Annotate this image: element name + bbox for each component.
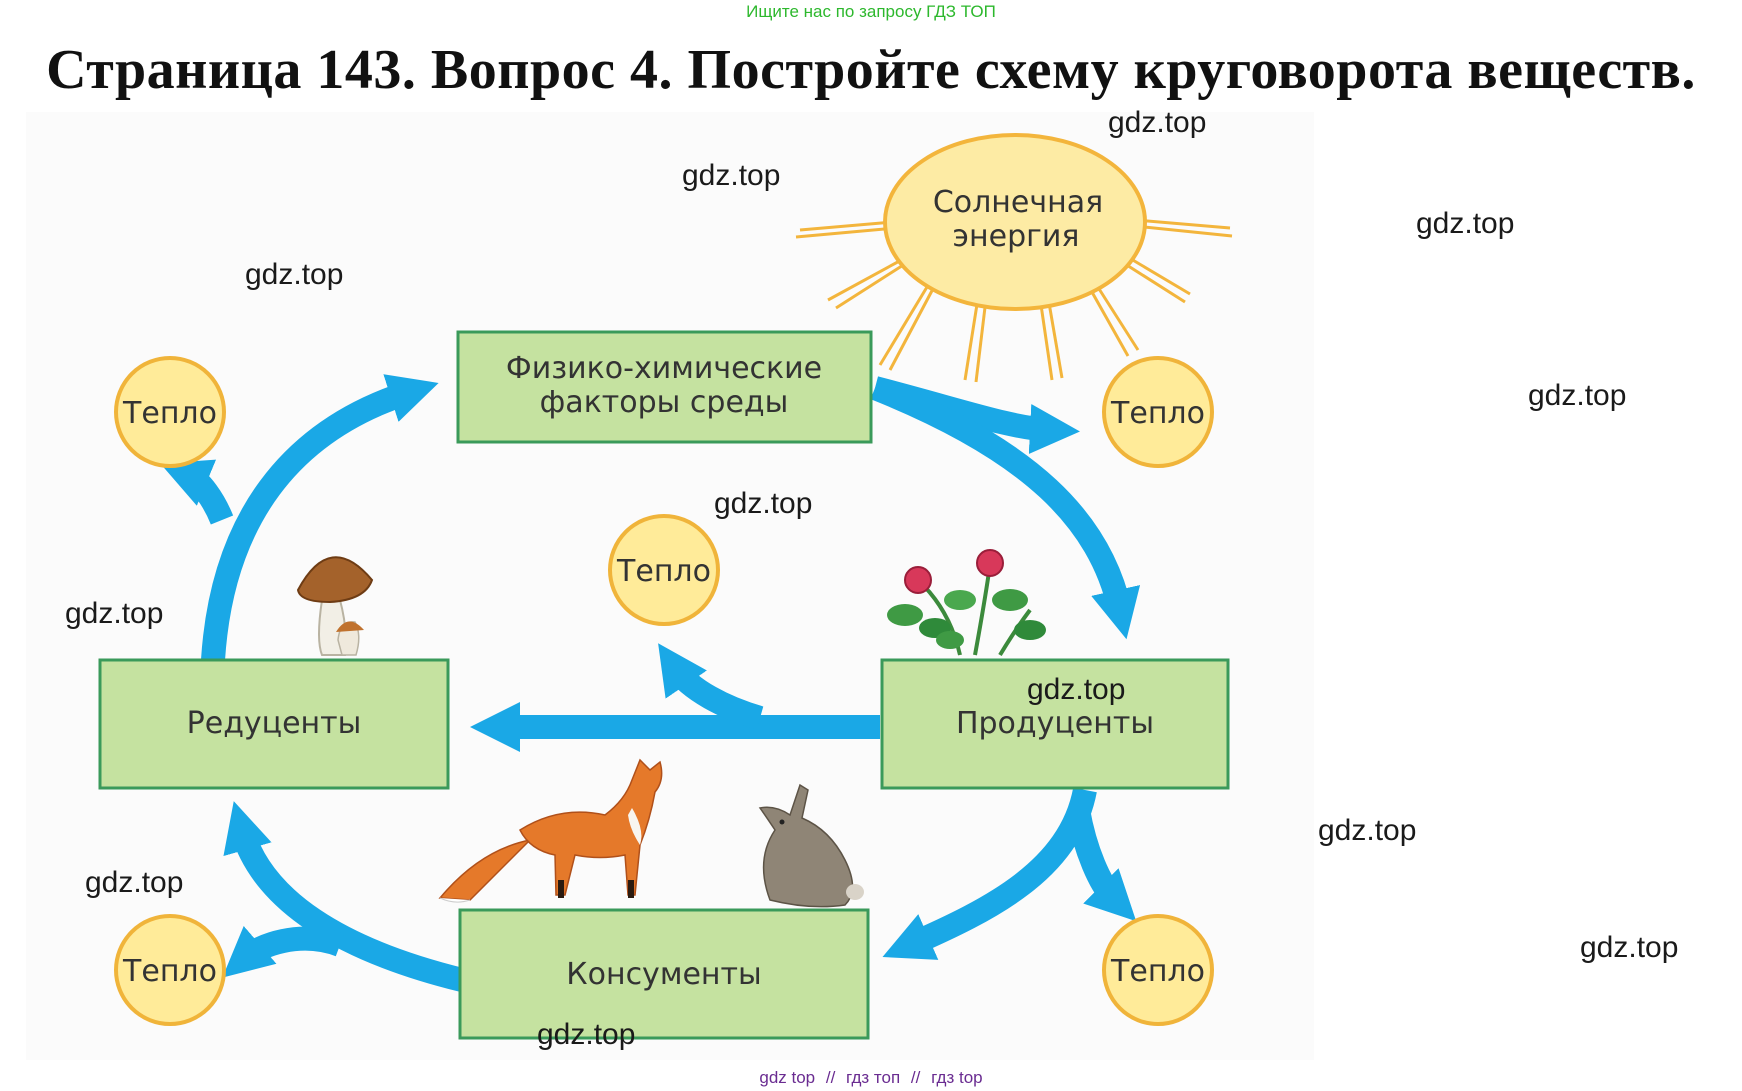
heat-label: Тепло <box>616 554 711 589</box>
box-reducers: Редуценты <box>98 658 450 790</box>
arrow-reducers-to-heat-top-left <box>160 459 234 525</box>
mushroom-illustration <box>296 556 374 656</box>
sun-label-line1: Солнечная <box>933 185 1103 220</box>
watermark: gdz.top <box>1416 207 1514 240</box>
watermark: gdz.top <box>85 866 183 899</box>
heat-bottom-right: Тепло <box>1102 914 1214 1026</box>
fox-illustration <box>438 758 663 903</box>
consumers-label: Консументы <box>566 957 761 992</box>
hare-illustration <box>758 783 864 908</box>
box-consumers: Консументы <box>458 908 870 1040</box>
sun: Солнечная энергия <box>795 133 1233 383</box>
search-hint-link[interactable]: Ищите нас по запросу ГДЗ ТОП <box>746 2 996 21</box>
footer-links: gdz top // гдз топ // гдз top <box>0 1068 1742 1088</box>
watermark: gdz.top <box>1318 814 1416 847</box>
heat-center: Тепло <box>608 514 720 626</box>
heat-label: Тепло <box>1110 954 1205 989</box>
producers-label: Продуценты <box>956 706 1154 741</box>
watermark: gdz.top <box>1580 931 1678 964</box>
watermark: gdz.top <box>1027 673 1125 706</box>
heat-label: Тепло <box>1110 396 1205 431</box>
arrow-reducers-to-factors <box>201 374 439 661</box>
footer-link-gdz-top-mixed[interactable]: гдз top <box>931 1068 983 1087</box>
heat-label: Тепло <box>122 954 217 989</box>
sun-disc <box>883 133 1147 311</box>
arrow-producers-to-heat-center <box>658 643 764 730</box>
sun-rays <box>795 218 1233 383</box>
watermark: gdz.top <box>1528 379 1626 412</box>
arrow-consumers-to-reducers <box>223 801 465 992</box>
heat-top-left: Тепло <box>114 356 226 468</box>
watermark: gdz.top <box>537 1018 635 1051</box>
heat-bottom-left: Тепло <box>114 914 226 1026</box>
watermark: gdz.top <box>65 597 163 630</box>
heat-top-right: Тепло <box>1102 356 1214 468</box>
heat-label: Тепло <box>122 396 217 431</box>
footer-link-gdz-top-ru[interactable]: гдз топ <box>846 1068 901 1087</box>
footer-separator: // <box>910 1068 921 1087</box>
sun-label-line2: энергия <box>953 219 1080 254</box>
watermark: gdz.top <box>1108 106 1206 139</box>
box-producers: Продуценты <box>880 658 1230 790</box>
clover-illustration <box>887 549 1046 657</box>
arrow-producers-to-heat-bottom-right <box>1066 807 1137 922</box>
watermark: gdz.top <box>245 258 343 291</box>
watermarks: gdz.top gdz.top gdz.top gdz.top gdz.top … <box>65 106 1678 1051</box>
watermark: gdz.top <box>682 159 780 192</box>
physchem-line1: Физико-химические <box>506 351 822 386</box>
box-physchem-factors: Физико-химические факторы среды <box>456 330 873 444</box>
flow-arrows <box>160 374 1141 992</box>
footer-link-gdz-top[interactable]: gdz top <box>759 1068 816 1087</box>
physchem-line2: факторы среды <box>540 385 789 420</box>
watermark: gdz.top <box>714 487 812 520</box>
reducers-label: Редуценты <box>187 706 362 741</box>
arrow-consumers-to-heat-bottom-left <box>222 926 345 978</box>
page-title: Страница 143. Вопрос 4. Постройте схему … <box>46 39 1696 101</box>
arrow-factors-to-producers <box>870 376 1141 640</box>
footer-separator: // <box>825 1068 836 1087</box>
